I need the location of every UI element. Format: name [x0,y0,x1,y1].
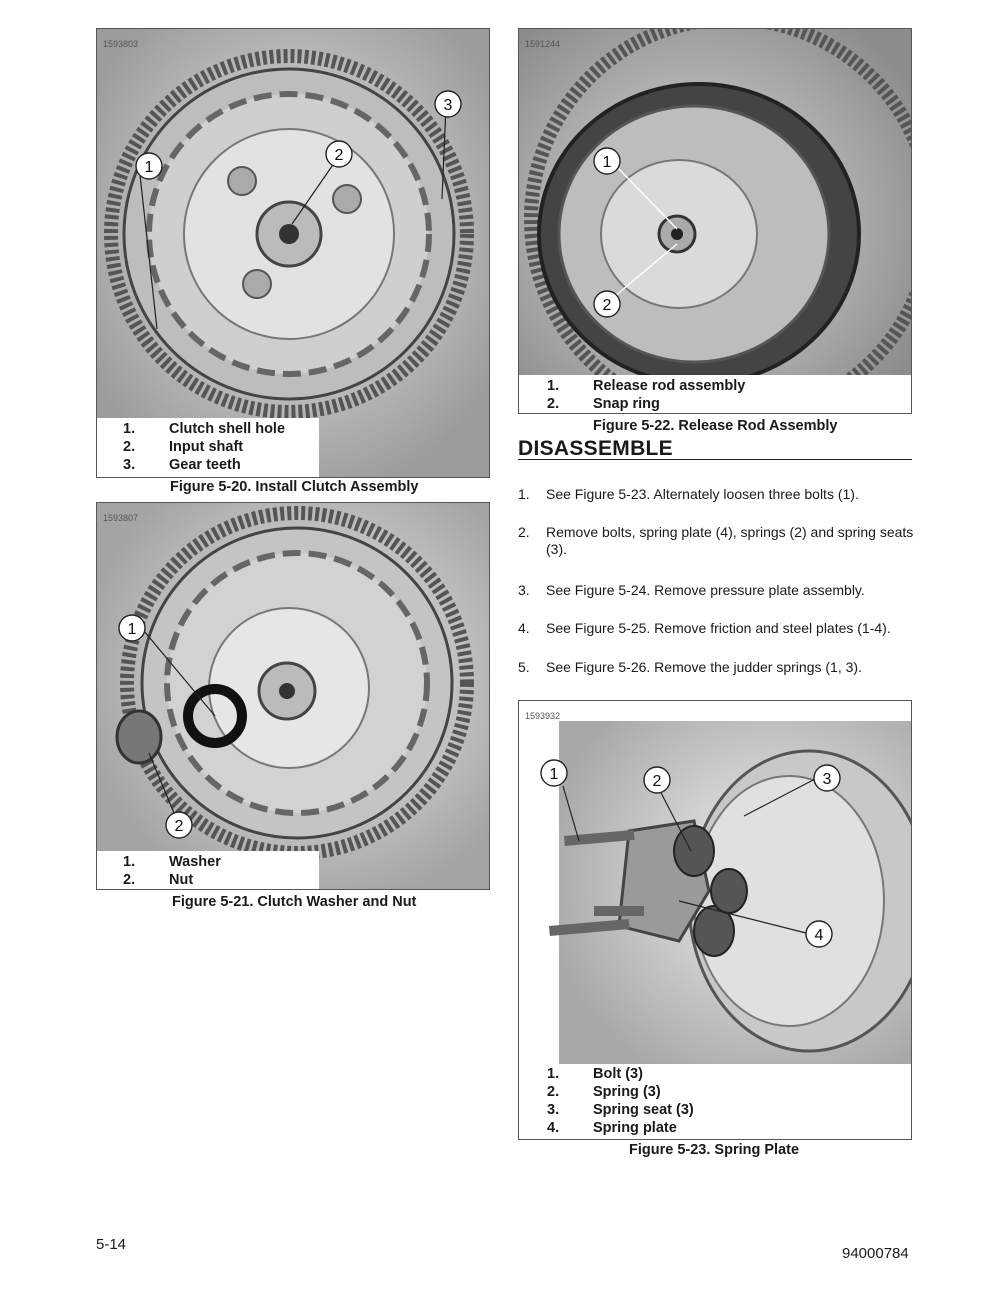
section-divider [518,459,912,460]
legend-item: 1.Washer [123,854,221,870]
legend-item: 4.Spring plate [547,1120,677,1136]
figure-caption: Figure 5-21. Clutch Washer and Nut [172,894,417,910]
svg-text:2: 2 [335,147,344,164]
figure-caption: Figure 5-22. Release Rod Assembly [593,418,838,434]
page-number: 5-14 [96,1236,127,1253]
step-item: 1.See Figure 5-23. Alternately loosen th… [518,486,859,502]
callout-1: 1 [593,147,621,175]
legend-item: 2.Spring (3) [547,1084,661,1100]
clutch-washer-nut-photo [97,503,489,889]
figure-id-label: 1593807 [103,513,139,523]
svg-text:3: 3 [823,771,832,788]
legend-item: 1.Bolt (3) [547,1066,643,1082]
callout-3: 3 [813,764,841,792]
document-number: 94000784 [842,1245,909,1262]
figure-id-label: 1593932 [525,711,561,721]
svg-text:2: 2 [653,773,662,790]
section-title: DISASSEMBLE [518,437,673,460]
legend-item: 2.Snap ring [547,396,660,412]
callout-markers: 1 2 [593,147,678,318]
step-item: 4.See Figure 5-25. Remove friction and s… [518,620,891,636]
svg-text:1: 1 [603,154,612,171]
legend-item: 3.Gear teeth [123,457,241,473]
svg-text:2: 2 [175,818,184,835]
callout-markers: 1 2 [118,614,216,839]
step-item: 5.See Figure 5-26. Remove the judder spr… [518,659,862,675]
svg-text:4: 4 [815,927,824,944]
svg-text:1: 1 [128,621,137,638]
figure-5-22: 1591244 1 2 1.Release rod assembly 2.Sna… [518,28,912,414]
legend-item: 3.Spring seat (3) [547,1102,694,1118]
legend-item: 2.Input shaft [123,439,244,455]
callout-1: 1 [118,614,146,642]
callout-markers: 1 2 3 [135,90,462,330]
callout-2: 2 [593,290,621,318]
figure-caption: Figure 5-20. Install Clutch Assembly [170,479,419,495]
figure-legend: 1.Clutch shell hole 2.Input shaft 3.Gear… [97,418,319,477]
figure-id-label: 1591244 [525,39,561,49]
callout-markers: 1 2 3 4 [540,759,841,948]
figure-caption: Figure 5-23. Spring Plate [629,1142,800,1158]
figure-legend: 1.Release rod assembly 2.Snap ring [519,375,911,413]
callout-2: 2 [165,811,193,839]
svg-text:1: 1 [550,766,559,783]
legend-item: 1.Release rod assembly [547,378,746,394]
svg-text:3: 3 [444,97,453,114]
clutch-assembly-photo [97,29,489,477]
figure-id-label: 1593803 [103,39,139,49]
legend-item: 2.Nut [123,872,194,888]
figure-legend: 1.Washer 2.Nut [97,851,319,889]
figure-legend: 1.Bolt (3) 2.Spring (3) 3.Spring seat (3… [519,1064,911,1139]
step-item: 2.Remove bolts, spring plate (4), spring… [518,524,914,557]
callout-2: 2 [643,766,671,794]
svg-text:1: 1 [145,159,154,176]
callout-3: 3 [434,90,462,118]
callout-4: 4 [805,920,833,948]
figure-5-20: 1593803 1 2 3 1.Clutch shell hole 2.Inpu… [96,28,490,478]
svg-text:2: 2 [603,297,612,314]
figure-5-21: 1593807 1 2 1.Washer 2.Nut [96,502,490,890]
callout-1: 1 [540,759,568,787]
callout-2: 2 [325,140,353,168]
legend-item: 1.Clutch shell hole [123,421,286,437]
step-item: 3.See Figure 5-24. Remove pressure plate… [518,582,865,598]
callout-1: 1 [135,152,163,180]
figure-5-23: 1593932 1 2 3 4 1.Bolt (3) 2.Spring (3) … [518,700,912,1140]
